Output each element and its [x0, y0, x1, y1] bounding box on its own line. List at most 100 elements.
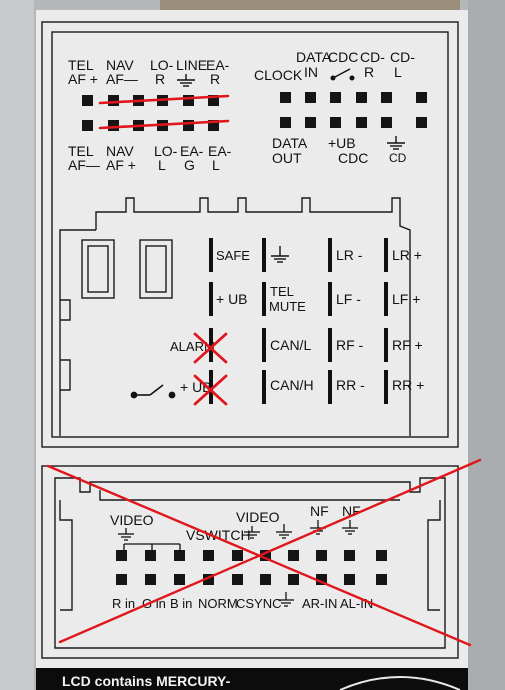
- lower-bottom-labels: R in G in B in NORM CSYNC AR-IN AL-IN: [112, 592, 373, 611]
- label-al-in: AL-IN: [340, 596, 373, 611]
- label-nf-1: NF: [310, 503, 329, 519]
- label-ar-in: AR-IN: [302, 596, 337, 611]
- label-nav-af-minus-l2: AF—: [106, 71, 138, 87]
- top-bracket: [160, 0, 460, 10]
- connector-pin: [208, 120, 219, 131]
- label-ea-l-l1: EA-: [208, 143, 232, 159]
- label-cd-r-l2: R: [364, 64, 374, 80]
- connector-pin: [183, 95, 194, 106]
- label-csync: CSYNC: [236, 596, 282, 611]
- label-data-out-l2: OUT: [272, 150, 302, 166]
- connector-pin: [288, 550, 299, 561]
- label-ea-g-l1: EA-: [180, 143, 204, 159]
- label-tel-af-plus-l1: TEL: [68, 57, 94, 73]
- label-tel-af-plus-l2: AF +: [68, 71, 98, 87]
- label-b-in: B in: [170, 596, 192, 611]
- label-lo-l-l2: L: [158, 157, 166, 173]
- label-r-in: R in: [112, 596, 135, 611]
- big-red-x: [46, 458, 482, 647]
- label-nav-af-plus-l2: AF +: [106, 157, 136, 173]
- connector-pin: [183, 120, 194, 131]
- connector-pin: [288, 574, 299, 585]
- label-clock: CLOCK: [254, 67, 303, 83]
- red-x-marks: [193, 332, 228, 406]
- label-cd-l-l2: L: [394, 64, 402, 80]
- pin-label-tel-mute-l2: MUTE: [269, 299, 306, 314]
- pin-label-rr-plus: RR +: [392, 377, 424, 393]
- label-lo-l-l1: LO-: [154, 143, 178, 159]
- connector-pin: [108, 120, 119, 131]
- label-lo-r-l2: R: [155, 71, 165, 87]
- connector-pin: [116, 550, 127, 561]
- ground-icon: [387, 136, 405, 150]
- label-data-in-l1: DATA: [296, 49, 332, 65]
- connector-pin: [82, 95, 93, 106]
- connector-pin: [108, 95, 119, 106]
- pin-label-lr-minus: LR -: [336, 247, 363, 263]
- label-line-l1: LINE: [176, 57, 207, 73]
- pin-label-can-l: CAN/L: [270, 337, 311, 353]
- upper-connector-diagram: [41, 21, 459, 448]
- housing-right-edge: [468, 0, 505, 690]
- switch-icon: [130, 384, 176, 399]
- connector-pin: [203, 550, 214, 561]
- connector-pin: [116, 574, 127, 585]
- red-strike-lines: [98, 94, 230, 130]
- connector-pin: [376, 574, 387, 585]
- ground-icon: [118, 528, 134, 541]
- connector-pin: [174, 550, 185, 561]
- label-ea-r-l1: EA-: [206, 57, 230, 73]
- lower-pin-row-top: [116, 550, 387, 561]
- pin-label-lf-plus: LF +: [392, 291, 420, 307]
- pin-label-safe: SAFE: [216, 248, 250, 263]
- bottom-left-labels: TEL AF— NAV AF + LO- L EA- G EA- L: [68, 143, 232, 173]
- connector-pin: [344, 574, 355, 585]
- connector-pin: [232, 574, 243, 585]
- connector-pin: [305, 117, 316, 128]
- label-lo-r-l1: LO-: [150, 57, 174, 73]
- label-ea-r-l2: R: [210, 71, 220, 87]
- connector-pin: [330, 92, 341, 103]
- pin-label-ub: + UB: [216, 291, 248, 307]
- pin-row-top-right: [280, 92, 427, 103]
- footer-strip: [36, 668, 468, 690]
- pin-label-tel-mute-l1: TEL: [270, 284, 294, 299]
- pin-label-rf-minus: RF -: [336, 337, 364, 353]
- label-tel-af-minus-l1: TEL: [68, 143, 94, 159]
- connector-pin: [82, 120, 93, 131]
- connector-pin: [356, 92, 367, 103]
- connector-pin: [316, 574, 327, 585]
- connector-pin: [145, 574, 156, 585]
- connector-pin: [330, 117, 341, 128]
- label-ea-l-l2: L: [212, 157, 220, 173]
- ground-icon: [276, 524, 292, 539]
- footer-arc: [339, 676, 461, 690]
- label-video-mid: VIDEO: [236, 509, 280, 525]
- power-block: SAFE LR - LR + + UB TEL MUTE LF - LF + A…: [130, 238, 424, 406]
- top-right-labels: CLOCK DATA IN CDC CD- R CD- L: [254, 49, 415, 83]
- label-cd-l-l1: CD-: [390, 49, 415, 65]
- label-cd-r-l1: CD-: [360, 49, 385, 65]
- connector-pin: [260, 550, 271, 561]
- pin-label-rr-minus: RR -: [336, 377, 365, 393]
- pin-label-rf-plus: RF +: [392, 337, 423, 353]
- connector-pin: [232, 550, 243, 561]
- label-norm: NORM: [198, 596, 238, 611]
- label-tel-af-minus-l2: AF—: [68, 157, 100, 173]
- ground-icon: [244, 526, 260, 539]
- lower-pin-row-bottom: [116, 574, 387, 585]
- label-nav-af-plus-l1: NAV: [106, 143, 134, 159]
- bottom-right-labels: DATA OUT +UB CDC CD: [272, 135, 407, 166]
- connector-pin: [316, 550, 327, 561]
- label-ub-cdc-l1: +UB: [328, 135, 356, 151]
- footer-strip-text: LCD contains MERCURY-: [62, 673, 231, 689]
- connector-pin: [416, 92, 427, 103]
- connector-pin: [344, 550, 355, 561]
- connector-pin: [356, 117, 367, 128]
- connector-pin: [376, 550, 387, 561]
- pin-label-lf-minus: LF -: [336, 291, 361, 307]
- label-ub-cdc-l2: CDC: [338, 150, 368, 166]
- connector-pin: [381, 117, 392, 128]
- label-cdc: CDC: [328, 49, 358, 65]
- label-nav-af-minus-l1: NAV: [106, 57, 134, 73]
